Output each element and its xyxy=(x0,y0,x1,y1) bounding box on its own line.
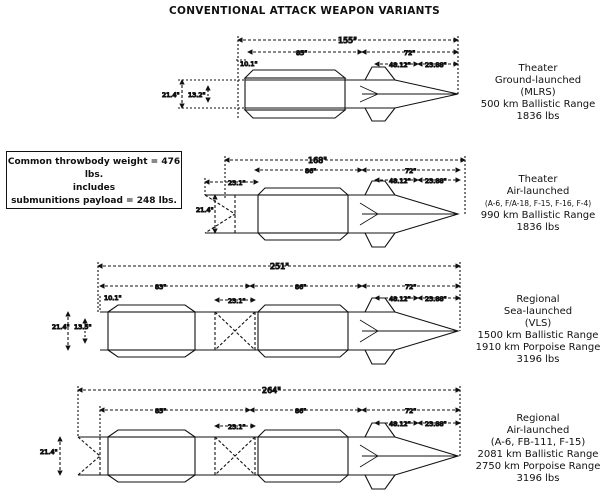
dim-inner-3: 13.5" xyxy=(74,323,91,331)
dim-inner-1: 13.2" xyxy=(188,91,205,99)
common-box-line-3: submunitions payload = 248 lbs. xyxy=(11,196,177,206)
dim-fin-b-2: 23.88" xyxy=(425,177,447,185)
dim-fin-a-4: 48.12" xyxy=(389,420,411,428)
variant-label-theater-ground: Theater Ground-launched (MLRS) 500 km Ba… xyxy=(480,63,596,122)
dim-nose-3: 10.1" xyxy=(104,294,121,302)
dim-mid-3: 83" xyxy=(155,283,166,291)
dim-fin-a-1: 48.12" xyxy=(389,61,411,69)
dim-aft-2: 72" xyxy=(405,167,416,175)
dim-mid-1: 85" xyxy=(296,49,307,57)
dim-fin-b-3: 23.88" xyxy=(425,295,447,303)
missile-theater-ground xyxy=(178,36,459,122)
dim-aft-1: 72" xyxy=(404,49,415,57)
dim-mid-2: 86" xyxy=(305,167,316,175)
dim-nose-1: 10.1" xyxy=(240,60,257,68)
missile-regional-air xyxy=(57,386,461,490)
dim-aft-4: 72" xyxy=(405,407,416,415)
dim-overall-2: 168" xyxy=(308,156,327,165)
dim-diam-1: 21.4" xyxy=(162,91,179,99)
dim-gap-4: 23.1" xyxy=(228,423,245,431)
missile-regional-sea xyxy=(65,262,461,365)
variant-label-regional-sea: Regional Sea-launched (VLS) 1500 km Ball… xyxy=(475,294,601,365)
dim-fin-a-2: 48.12" xyxy=(389,177,411,185)
dim-inner-2: 23.1" xyxy=(228,179,245,187)
dim-fin-b-4: 23.88" xyxy=(425,420,447,428)
dim-gap-3: 23.1" xyxy=(228,297,245,305)
dim-diam-3: 21.4" xyxy=(52,323,69,331)
dim-mid-4: 85" xyxy=(155,407,166,415)
missile-theater-air xyxy=(204,156,466,248)
common-box-line-1: Common throwbody weight = 476 lbs. xyxy=(7,157,181,180)
dim-mid2-4: 86" xyxy=(295,407,306,415)
common-box-line-2: includes xyxy=(72,183,116,193)
dim-overall-3: 251" xyxy=(270,262,289,271)
dim-fin-b-1: 23.88" xyxy=(425,61,447,69)
dim-fin-a-3: 48.12" xyxy=(389,295,411,303)
dim-mid2-3: 86" xyxy=(295,283,306,291)
common-throwbody-box: Common throwbody weight = 476 lbs. inclu… xyxy=(6,151,182,209)
variant-label-theater-air: Theater Air-launched (A-6, F/A-18, F-15,… xyxy=(480,174,596,233)
dim-overall-1: 155" xyxy=(338,36,357,45)
variant-label-regional-air: Regional Air-launched (A-6, FB-111, F-15… xyxy=(475,413,601,484)
page-title: CONVENTIONAL ATTACK WEAPON VARIANTS xyxy=(168,5,441,17)
dim-aft-3: 72" xyxy=(405,283,416,291)
dim-diam-2: 21.4" xyxy=(196,206,213,214)
dim-overall-4: 264" xyxy=(262,386,281,395)
dim-diam-4: 21.4" xyxy=(40,448,57,456)
